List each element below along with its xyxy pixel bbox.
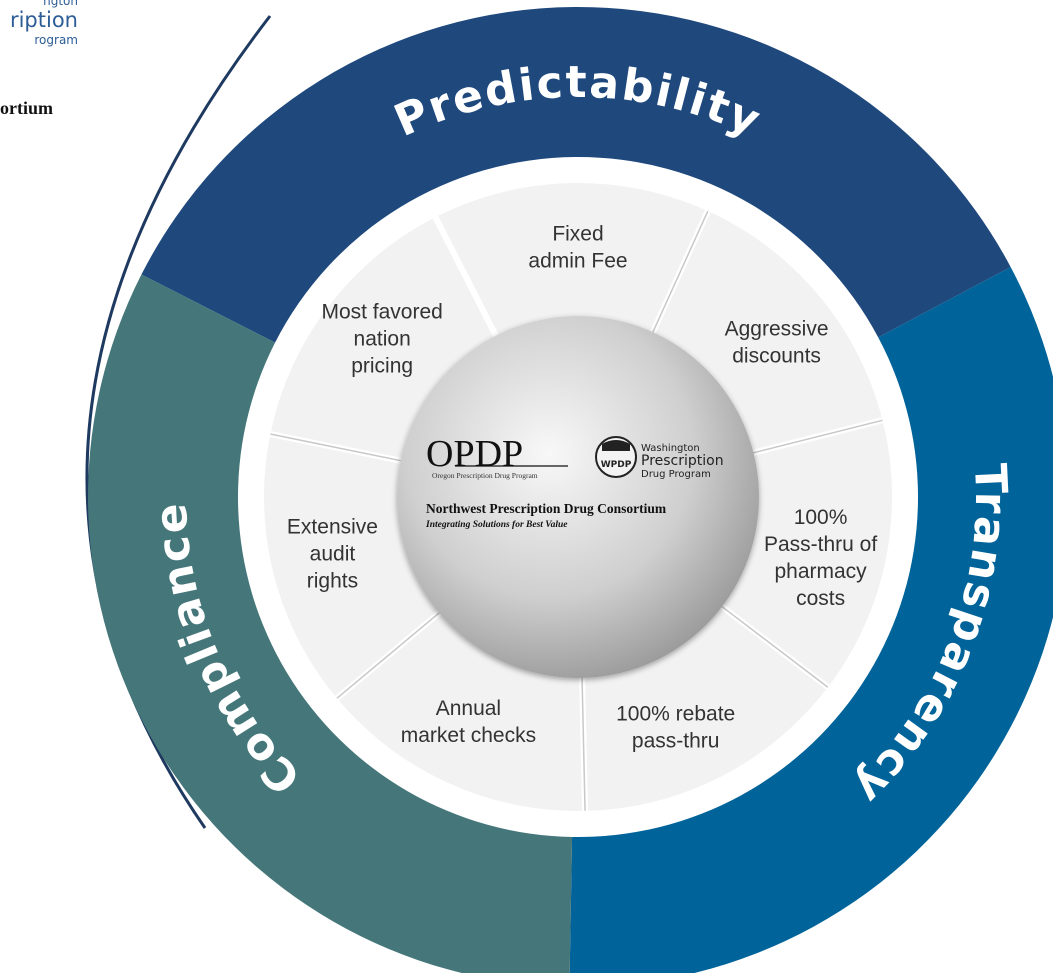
logo-fragment-line3: rogram xyxy=(34,33,78,47)
segment-label-line: market checks xyxy=(401,724,536,747)
segment-label-fixed-admin-fee: Fixed admin Fee xyxy=(528,223,627,273)
segment-label-line: pass-thru xyxy=(632,730,720,753)
wpdp-badge-text: WPDP xyxy=(601,460,632,470)
segment-divider xyxy=(333,610,442,702)
segment-label-line: Extensive xyxy=(287,516,378,539)
logo-fragment-line1: ngton xyxy=(43,0,78,8)
segment-label-line: Most favored xyxy=(321,300,442,323)
opdp-wordmark: OPDP xyxy=(426,433,523,475)
segment-label-line: 100% xyxy=(794,506,848,529)
segment-label-line: costs xyxy=(796,587,845,610)
segment-label-aggressive-discounts: Aggressive discounts xyxy=(725,317,829,367)
center-hub: OPDP Oregon Prescription Drug Program WP… xyxy=(397,316,759,678)
segment-label-line: Fixed xyxy=(552,223,603,246)
wpdp-line3: Drug Program xyxy=(641,469,711,480)
segment-label-line: nation xyxy=(354,327,411,350)
opdp-subtitle: Oregon Prescription Drug Program xyxy=(432,471,538,480)
hub-disc xyxy=(397,316,759,678)
wpdp-logo: WPDP Washington Prescription Drug Progra… xyxy=(595,436,724,480)
transparency-sector xyxy=(569,266,1053,973)
segment-divider xyxy=(650,207,711,336)
washington-logo-fragment: ngton ription rogram xyxy=(0,0,80,60)
segment-divider xyxy=(750,418,887,455)
consortium-title-fragment: ortium xyxy=(0,98,53,118)
inner-ring-border xyxy=(256,175,900,819)
segment-label-line: pricing xyxy=(351,354,413,377)
segment-label-pass-thru-pharmacy-costs: 100% Pass-thru of pharmacy costs xyxy=(764,506,877,610)
segment-label-line: pharmacy xyxy=(774,560,867,583)
segment-divider xyxy=(266,432,404,463)
consortium-tagline: Integrating Solutions for Best Value xyxy=(425,520,568,530)
segment-divider xyxy=(719,604,832,691)
segment-divider xyxy=(581,674,586,815)
segment-label-annual-market-checks: Annual market checks xyxy=(401,697,536,747)
consortium-title: Northwest Prescription Drug Consortium xyxy=(426,501,667,516)
wpdp-mortar-icon xyxy=(602,440,630,451)
segment-label-line: rights xyxy=(307,570,358,593)
wpdp-line2: Prescription xyxy=(641,453,724,469)
opdp-logo: OPDP Oregon Prescription Drug Program xyxy=(426,433,568,480)
segment-label-line: admin Fee xyxy=(528,250,627,273)
segment-label-most-favored-nation-pricing: Most favored nation pricing xyxy=(321,300,442,377)
segment-label-line: Pass-thru of xyxy=(764,533,877,556)
segment-label-line: 100% rebate xyxy=(616,703,735,726)
segment-label-line: Annual xyxy=(436,697,501,720)
segment-label-line: discounts xyxy=(732,344,821,367)
segment-label-extensive-audit-rights: Extensive audit rights xyxy=(287,516,378,593)
compliance-sector xyxy=(88,274,573,973)
segment-label-rebate-pass-thru: 100% rebate pass-thru xyxy=(616,703,735,753)
predictability-sector xyxy=(141,7,1011,343)
logo-fragment-line2: ription xyxy=(9,8,78,32)
segment-label-line: audit xyxy=(310,543,356,566)
wpdp-line1: Washington xyxy=(641,443,700,454)
segment-label-line: Aggressive xyxy=(725,317,829,340)
